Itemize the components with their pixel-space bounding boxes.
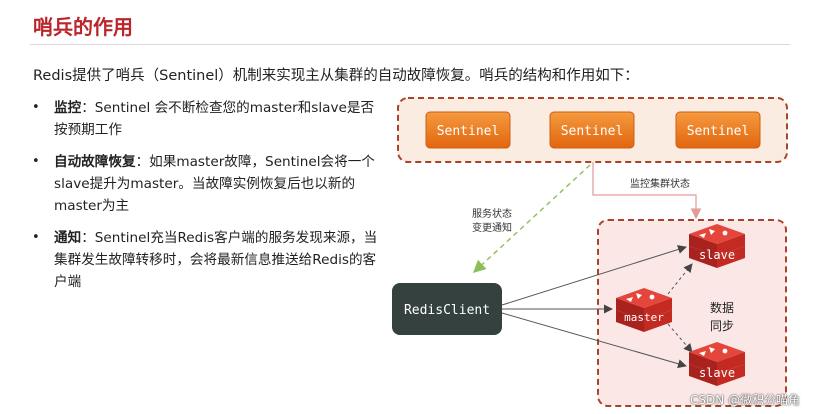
- client-to-slave-bottom-line: [501, 312, 687, 369]
- sync-to-slave-bottom: [667, 323, 693, 353]
- feature-list: • 监控：Sentinel 会不断检查您的master和slave是否按预期工作…: [28, 97, 378, 303]
- redis-slave-node: slave: [689, 342, 745, 386]
- slave-label: slave: [699, 366, 735, 380]
- notify-label-line1: 服务状态: [472, 207, 512, 220]
- feature-desc: ：Sentinel充当Redis客户端的服务发现来源，当集群发生故障转移时，会将…: [54, 230, 378, 290]
- feature-term: 通知: [54, 230, 82, 246]
- title-divider: [30, 44, 790, 45]
- feature-term: 监控: [54, 100, 82, 116]
- feature-failover: • 自动故障恢复：如果master故障，Sentinel会将一个slave提升为…: [28, 151, 378, 217]
- intro-text: Redis提供了哨兵（Sentinel）机制来实现主从集群的自动故障恢复。哨兵的…: [33, 68, 639, 84]
- redis-client-node: RedisClient: [392, 283, 502, 335]
- monitor-label: 监控集群状态: [630, 177, 690, 190]
- monitor-connector: [592, 162, 702, 220]
- sentinel-label: Sentinel: [687, 124, 750, 139]
- slave-label: slave: [699, 248, 735, 262]
- bullet-marker: •: [32, 230, 40, 245]
- client-to-slave-top-line: [501, 245, 687, 306]
- bullet-marker: •: [32, 154, 40, 169]
- redis-client-label: RedisClient: [404, 303, 490, 318]
- sync-label-line2: 同步: [710, 319, 734, 333]
- watermark: CSDN @微积分喵角: [689, 393, 800, 407]
- redis-master-node: master: [616, 288, 672, 332]
- sync-label-line1: 数据: [710, 300, 734, 315]
- page-title: 哨兵的作用: [33, 15, 133, 39]
- sentinel-node: Sentinel: [549, 111, 635, 149]
- feature-desc: ：如果master故障，Sentinel会将一个slave提升为master。当…: [54, 154, 375, 214]
- master-label: master: [624, 311, 664, 324]
- sentinel-node: Sentinel: [425, 111, 511, 149]
- sync-to-slave-top: [667, 263, 693, 295]
- feature-monitor: • 监控：Sentinel 会不断检查您的master和slave是否按预期工作: [28, 97, 378, 141]
- sentinel-node: Sentinel: [675, 111, 761, 149]
- sentinel-label: Sentinel: [561, 124, 624, 139]
- notify-label-line2: 变更通知: [472, 221, 512, 234]
- redis-slave-node: slave: [689, 224, 745, 268]
- feature-desc: ：Sentinel 会不断检查您的master和slave是否按预期工作: [54, 100, 375, 138]
- feature-notify: • 通知：Sentinel充当Redis客户端的服务发现来源，当集群发生故障转移…: [28, 227, 378, 293]
- feature-term: 自动故障恢复: [54, 154, 136, 170]
- sentinel-label: Sentinel: [437, 124, 500, 139]
- bullet-marker: •: [32, 100, 40, 115]
